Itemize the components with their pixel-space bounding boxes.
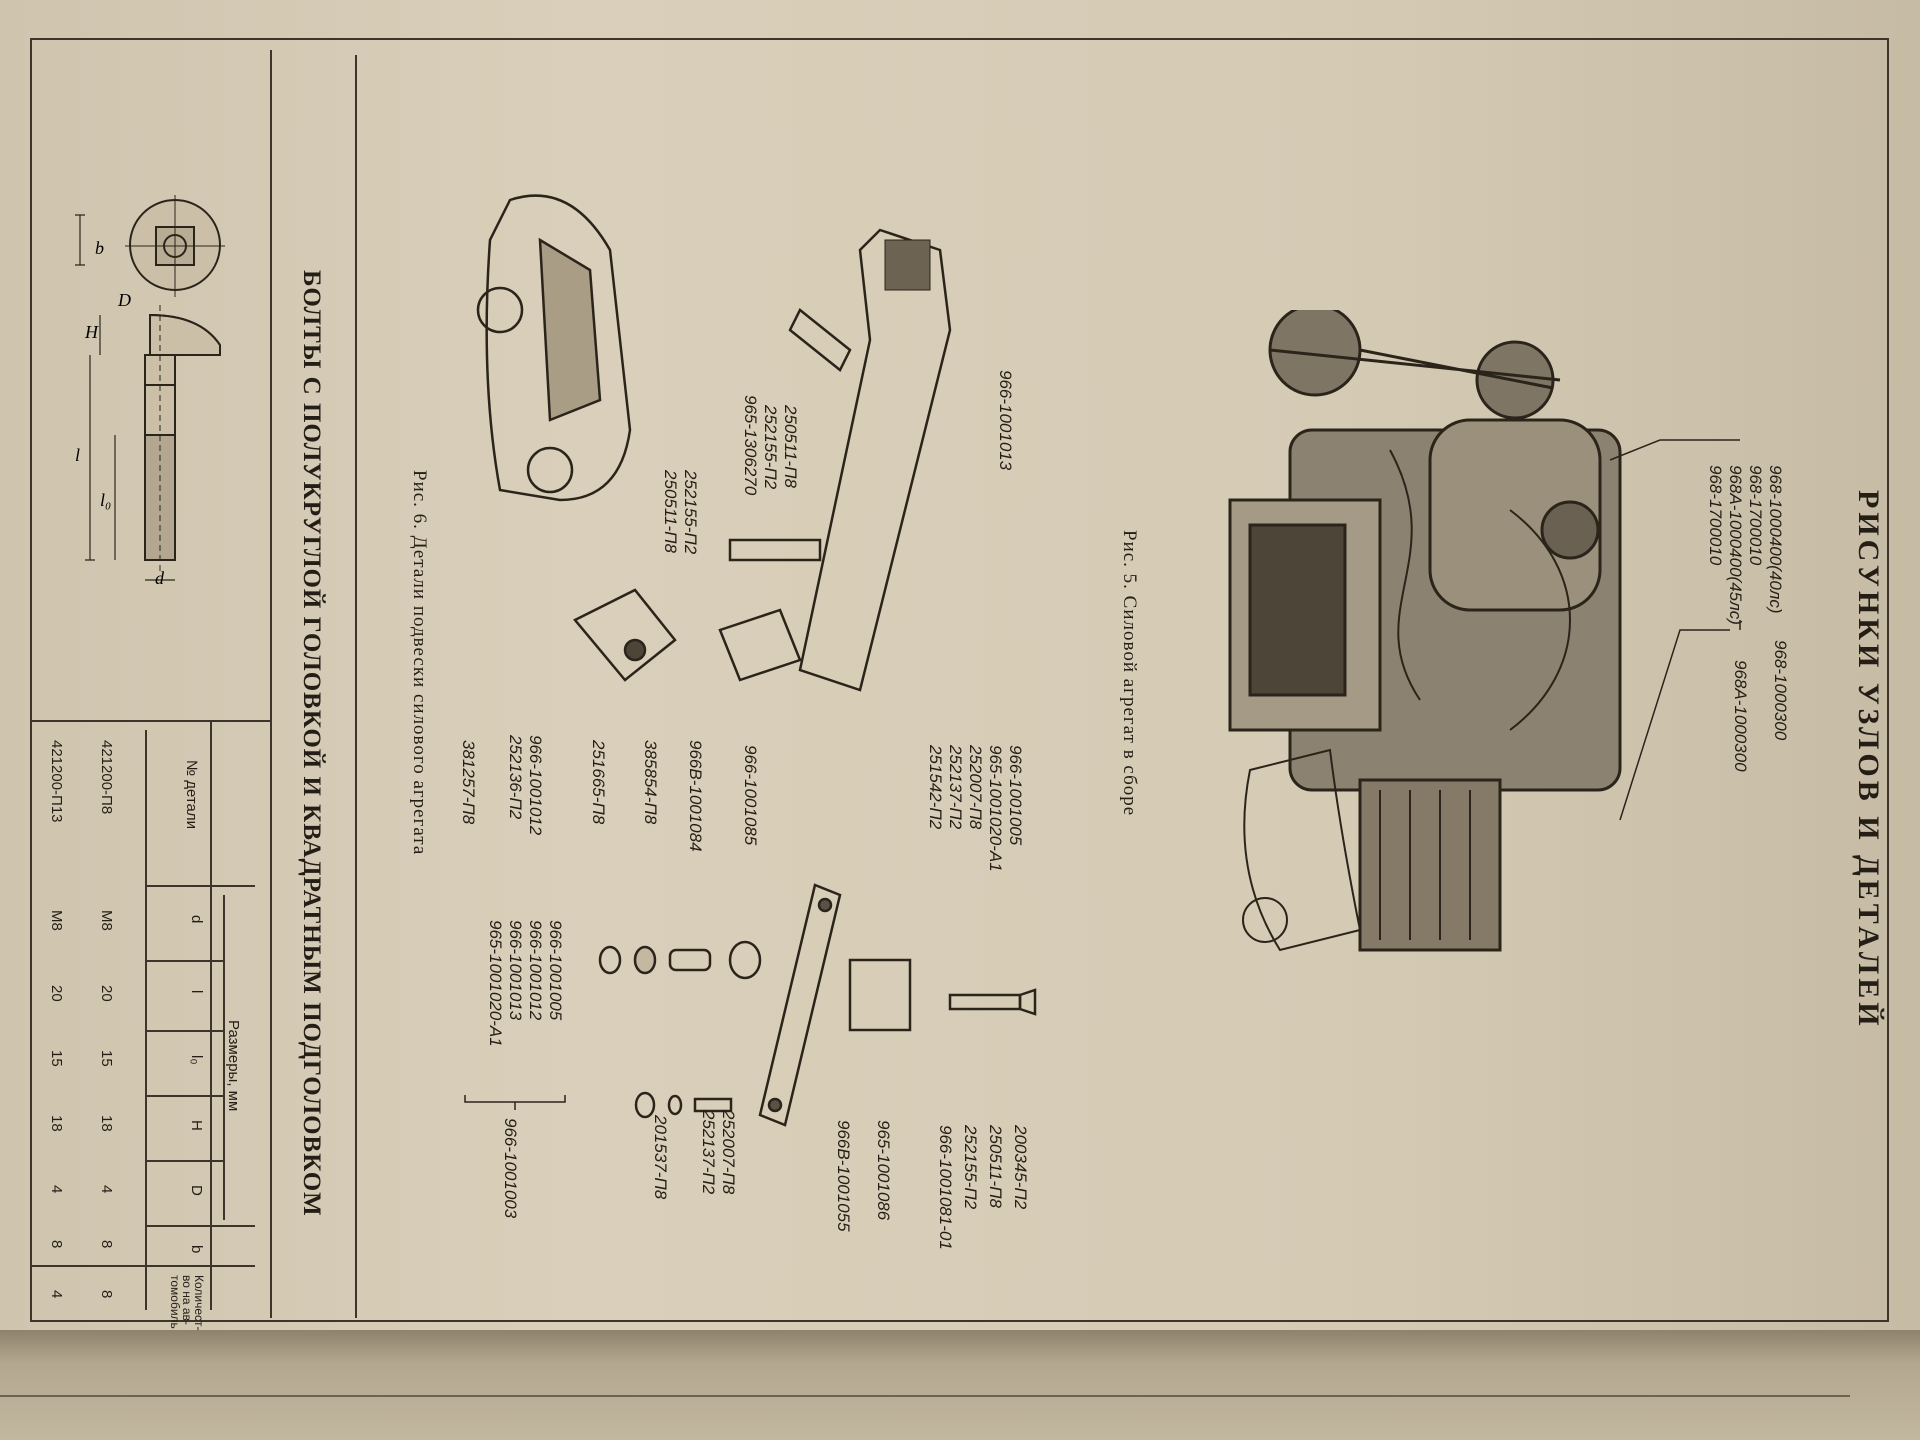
table-dim-H: H	[188, 1120, 205, 1131]
lower-page	[0, 1330, 1920, 1440]
fig6-group-target: 966-1001003	[501, 1118, 520, 1219]
table-row1-part: 421200-П8	[98, 740, 115, 815]
fig6-group-item: 965-1001020-А1	[486, 920, 505, 1047]
fig6-label: 251542-П2	[926, 745, 945, 830]
table-header-part: № детали	[183, 760, 200, 830]
fig6-label: 250511-П8	[661, 470, 680, 553]
table-row1-l: 20	[98, 985, 115, 1002]
fig5-leader-lines	[1609, 439, 1741, 821]
dim-label-H: H	[85, 322, 98, 342]
mounting-strip-illustration	[758, 883, 842, 1127]
small-parts-illustration	[598, 940, 762, 980]
fig6-label: 966-1001081-01	[936, 1125, 955, 1250]
table-row2-l0: 15	[48, 1050, 65, 1067]
fig6-caption: Рис. 6. Детали подвески силового агрегат…	[409, 470, 430, 856]
table-row2-b: 8	[48, 1240, 65, 1249]
fig6-label: 385854-П8	[641, 740, 660, 825]
table-row1-D: 4	[98, 1185, 115, 1194]
table-row2-H: 18	[48, 1115, 65, 1132]
fig6-label: 965-1306270	[741, 395, 760, 496]
table-row1-H: 18	[98, 1115, 115, 1132]
fig6-label: 252137-П2	[699, 1110, 718, 1195]
subframe-illustration	[718, 228, 952, 692]
fig6-label: 965-1001086	[874, 1120, 893, 1221]
bolts-title: БОЛТЫ С ПОЛУКРУГЛОЙ ГОЛОВКОЙ И КВАДРАТНЫ…	[298, 270, 325, 1217]
bolt-drawing	[75, 195, 225, 581]
fig6-label: 966-1001085	[741, 745, 760, 846]
dim-label-d: d	[155, 568, 164, 588]
fig6-label: 966-1001012	[526, 735, 545, 836]
table-row2-d: М8	[48, 910, 65, 931]
table-dim-b: b	[188, 1245, 205, 1254]
table-header-dims: Размеры, мм	[225, 1020, 242, 1112]
fig6-label: 252137-П2	[946, 745, 965, 830]
fig6-group-item: 966-1001005	[546, 920, 565, 1021]
table-row1-l0: 15	[98, 1050, 115, 1067]
table-dim-d: d	[188, 915, 205, 924]
fasteners-illustration	[634, 1091, 733, 1119]
table-row2-qty: 4	[48, 1290, 65, 1299]
fig6-label: 252155-П2	[681, 470, 700, 555]
fig6-label: 200345-П2	[1011, 1125, 1030, 1210]
fig6-label: 252155-П2	[761, 405, 780, 490]
group-bracket	[464, 1095, 566, 1110]
column-rule-2	[355, 55, 357, 1318]
fig5-callout: 968-1000400(40лс)	[1766, 465, 1785, 614]
fig5-callout: 968-1000300	[1771, 640, 1790, 741]
page-title: РИСУНКИ УЗЛОВ И ДЕТАЛЕЙ	[1852, 490, 1885, 1030]
fig6-label: 252007-П8	[719, 1110, 738, 1195]
fig6-group-item: 966-1001013	[506, 920, 525, 1021]
dim-label-l: l	[75, 445, 81, 465]
fig6-label: 966-1001005	[1006, 745, 1025, 846]
fig6-label: 381257-П8	[459, 740, 478, 825]
table-dim-D: D	[188, 1185, 205, 1196]
mount-bracket-illustration	[573, 588, 677, 682]
table-row2-l: 20	[48, 985, 65, 1002]
dim-label-l0: l₀	[100, 490, 112, 510]
table-row1-qty: 8	[98, 1290, 115, 1299]
fig6-label: 965-1001020-А1	[986, 745, 1005, 872]
table-dim-l: l	[188, 990, 205, 994]
table-row1-b: 8	[98, 1240, 115, 1249]
fig6-label: 966В-1001055	[834, 1120, 853, 1232]
dim-label-b: b	[95, 238, 104, 258]
column-rule-1	[270, 50, 272, 1318]
table-row1-d: М8	[98, 910, 115, 931]
fig6-group-item: 966-1001012	[526, 920, 545, 1021]
fig6-label: 252007-П8	[966, 745, 985, 830]
fig6-label: 252136-П2	[506, 735, 525, 820]
fig6-label: 250511-П8	[986, 1125, 1005, 1208]
power-unit-illustration	[1228, 310, 1622, 952]
lower-page-rule	[0, 1395, 1850, 1397]
table-row2-D: 4	[48, 1185, 65, 1194]
fig6-label: 252155-П2	[961, 1125, 980, 1210]
table-header-qty: Количест- во на ав- томобиль	[168, 1275, 206, 1331]
table-top-rule	[30, 720, 272, 722]
fig6-label: 201537-П8	[651, 1115, 670, 1200]
bolt-bracket-illustration	[848, 958, 1037, 1032]
fig6-label: 966В-1001084	[686, 740, 705, 852]
dim-label-D: D	[118, 290, 131, 310]
page-border	[30, 38, 1889, 1322]
car-silhouette-fig6	[476, 194, 632, 502]
table-dim-l0: l₀	[188, 1055, 205, 1065]
fig5-caption: Рис. 5. Силовой агрегат в сборе	[1119, 530, 1140, 817]
fig6-label: 250511-П8	[781, 405, 800, 488]
fig6-label: 251665-П8	[589, 740, 608, 825]
fig6-label: 966-1001013	[996, 370, 1015, 471]
table-row2-part: 421200-П13	[48, 740, 65, 823]
